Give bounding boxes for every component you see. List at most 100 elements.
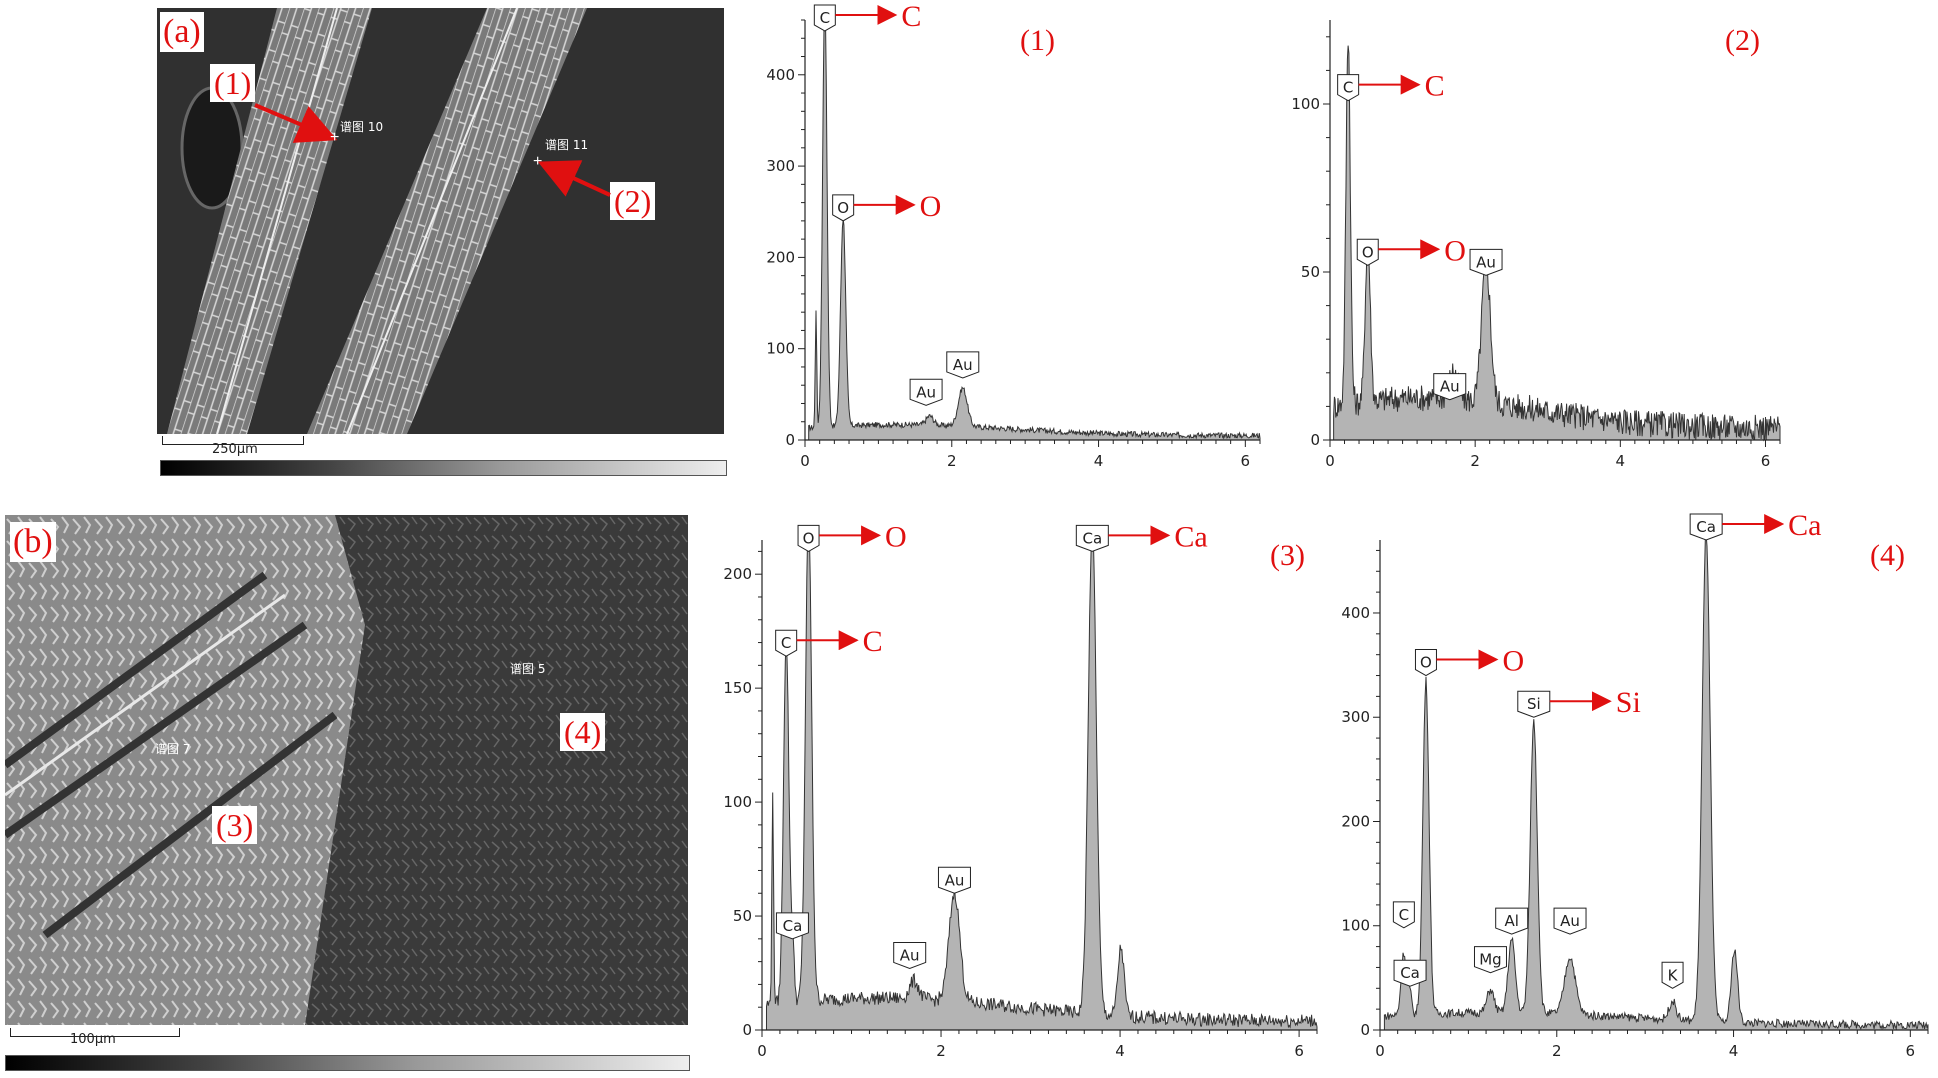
x-tick-label: 6 [1906,1042,1916,1060]
peak-label-box [1553,907,1587,935]
peak-label-box [1075,524,1109,552]
spectrum-id-label: (3) [1270,539,1305,572]
peak-label-box [1495,907,1529,935]
y-tick-label: 0 [1360,1021,1370,1039]
y-tick-label: 100 [723,793,752,811]
point-label-1: (1) [210,64,256,102]
spectrum-area [808,11,1261,441]
peak-label-text: C [820,9,830,27]
peak-label-text: Si [1527,695,1541,713]
peak-label-text: O [837,199,849,217]
element-name: Si [1616,686,1641,719]
element-name: O [920,190,942,223]
spectrum-mark-5: 谱图 5 [510,662,546,676]
y-tick-label: 100 [1341,917,1370,935]
scale-text-b: 100μm [70,1032,116,1047]
x-tick-label: 6 [1294,1042,1304,1060]
peak-label-box [937,866,971,894]
x-tick-label: 2 [1470,452,1480,470]
peak-label-text: C [781,634,791,652]
point-label-2: (2) [610,182,656,220]
peak-label-text: Au [945,871,965,889]
peak-label-text: Au [900,946,920,964]
spectrum-mark-7: 谱图 7 [155,742,191,756]
element-name: O [1444,234,1466,267]
peak-label-au: Au [1469,248,1503,276]
peak-label-box [1661,961,1684,989]
peak-label-au: Au [1433,373,1467,401]
sem-image-b [5,515,688,1025]
peak-label-ca: Ca [1393,959,1427,987]
peak-label-text: O [803,529,815,547]
peak-label-box [946,351,980,379]
peak-label-box [1414,649,1437,677]
peak-label-box [797,524,820,552]
y-tick-label: 200 [1341,812,1370,830]
peak-label-text: Mg [1479,951,1501,969]
element-name: C [901,0,921,33]
peak-label-box [1337,74,1360,102]
peak-label-text: Ca [783,917,803,935]
x-tick-label: 2 [1552,1042,1562,1060]
spectrum-id-label: (1) [1020,24,1055,57]
element-name: O [1502,645,1524,678]
point-label-3: (3) [212,806,258,844]
peak-label-au: Au [937,866,971,894]
spectrum-mark-11: 谱图 11 [545,138,589,152]
peak-label-mg: Mg [1473,946,1507,974]
peak-label-au: Au [1553,907,1587,935]
x-tick-label: 0 [1375,1042,1385,1060]
peak-label-text: Ca [1696,518,1716,536]
peak-label-box [775,912,809,940]
peak-label-si: Si Si [1517,686,1641,719]
peak-label-au: Au [946,351,980,379]
peak-label-text: O [1420,654,1432,672]
peak-label-box [893,941,927,969]
intensity-bar-a [160,460,727,476]
peak-label-text: Al [1504,912,1518,930]
peak-label-text: K [1668,966,1679,984]
peak-label-box [1392,901,1415,929]
y-tick-label: 0 [785,431,795,449]
peak-label-au: Au [909,378,943,406]
x-tick-label: 6 [1761,452,1771,470]
sem-image-a [157,8,724,434]
y-tick-label: 300 [766,157,795,175]
peak-label-text: Au [1560,912,1580,930]
y-tick-label: 100 [1291,95,1320,113]
peak-label-text: C [1399,906,1409,924]
spectrum-mark-10: 谱图 10 [340,120,384,134]
y-tick-label: 300 [1341,708,1370,726]
peak-label-text: Ca [1082,529,1102,547]
y-tick-label: 150 [723,679,752,697]
panel-label-a: (a) [160,12,204,52]
peak-label-box [1517,690,1551,718]
point-label-4: (4) [560,713,606,751]
peak-label-box [1393,959,1427,987]
x-tick-label: 4 [1115,1042,1125,1060]
spectrum-area [1383,534,1929,1031]
intensity-bar-b [5,1055,690,1071]
x-tick-label: 6 [1241,452,1251,470]
peak-label-c: C [1392,901,1415,929]
spectrum-id-label: (2) [1725,24,1760,57]
peak-label-text: Au [916,383,936,401]
peak-label-al: Al [1495,907,1529,935]
y-tick-label: 0 [742,1021,752,1039]
element-name: O [885,520,907,553]
x-tick-label: 2 [936,1042,946,1060]
fiber-texture-b [5,515,688,1025]
x-tick-label: 4 [1616,452,1626,470]
y-tick-label: 100 [766,340,795,358]
y-tick-label: 50 [1301,263,1320,281]
peak-label-text: Au [1476,253,1496,271]
x-tick-label: 0 [800,452,810,470]
peak-label-box [909,378,943,406]
